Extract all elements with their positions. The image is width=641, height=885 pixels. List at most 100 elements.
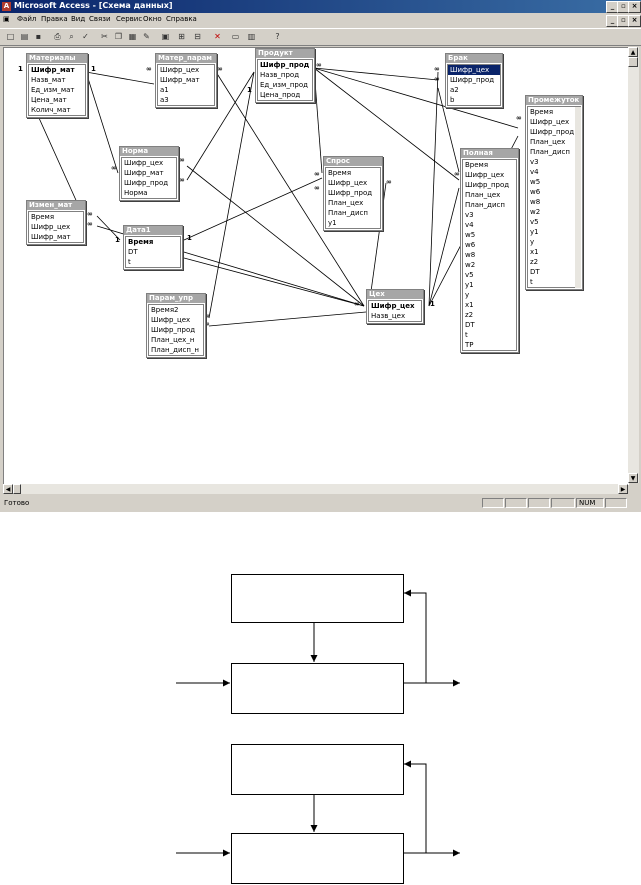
scroll-right-arrow-icon[interactable]: ▶ (618, 484, 628, 494)
horizontal-scrollbar[interactable]: ◀ ▶ (3, 484, 628, 494)
table-field[interactable]: Назв_мат (31, 76, 66, 84)
close-button[interactable]: × (628, 1, 641, 13)
table-field[interactable]: Назв_прод (260, 71, 300, 79)
table-field[interactable]: a3 (160, 96, 169, 104)
table-field[interactable]: Шифр_мат (160, 76, 200, 84)
menu-file[interactable]: Файл (17, 15, 37, 23)
table-field[interactable]: Шифр_мат (31, 66, 75, 74)
doc-restore-button[interactable]: ▫ (617, 15, 630, 27)
table-field[interactable]: z2 (465, 311, 474, 319)
table-field[interactable]: b (450, 96, 455, 104)
direct-relations-icon[interactable]: ⊞ (178, 32, 185, 41)
table-field[interactable]: Цена_прод (260, 91, 301, 99)
table-field[interactable]: Время (31, 213, 55, 221)
table-field[interactable]: Время (328, 169, 352, 177)
doc-close-button[interactable]: × (628, 15, 641, 27)
table-field[interactable]: v3 (530, 158, 539, 166)
table-field[interactable]: y1 (328, 219, 337, 227)
table-field[interactable]: Время2 (151, 306, 179, 314)
table-field[interactable]: v4 (530, 168, 539, 176)
table-field[interactable]: w5 (465, 231, 476, 239)
table-field[interactable]: План_цех (530, 138, 566, 146)
spell-icon[interactable]: ✓ (82, 32, 89, 41)
table-field[interactable]: a1 (160, 86, 169, 94)
table-field[interactable]: a2 (450, 86, 459, 94)
table-field[interactable]: План_цех (328, 199, 364, 207)
table-field[interactable]: y (465, 291, 470, 299)
properties-icon[interactable]: ▭ (231, 32, 240, 41)
table-field[interactable]: y (530, 238, 535, 246)
table-field[interactable]: Шифр_прод (530, 128, 575, 136)
table-field[interactable]: w8 (465, 251, 476, 259)
table-field[interactable]: Шифр_мат (124, 169, 164, 177)
table-field[interactable]: Ед_изм_прод (260, 81, 308, 89)
table-field[interactable]: Шифр_прод (124, 179, 169, 187)
table-field[interactable]: w6 (530, 188, 541, 196)
copy-icon[interactable]: ❐ (114, 32, 123, 41)
print-icon[interactable]: ⎙ (54, 32, 61, 41)
table-field[interactable]: w2 (530, 208, 541, 216)
table-field[interactable]: Шифр_прод (450, 76, 495, 84)
table-title[interactable]: Матер_парам (156, 54, 216, 63)
table-field[interactable]: Шифр_прод (328, 189, 373, 197)
table-field[interactable]: Шифр_цех (371, 302, 415, 310)
table-field[interactable]: t (465, 331, 468, 339)
table-field[interactable]: Шифр_цех (530, 118, 570, 126)
vertical-scrollbar[interactable]: ▲ ▼ (628, 47, 639, 483)
table-field[interactable]: y1 (530, 228, 539, 236)
table-field[interactable]: v5 (465, 271, 474, 279)
format-painter-icon[interactable]: ✎ (143, 32, 150, 41)
table-title[interactable]: Продукт (256, 49, 314, 58)
new-icon[interactable]: □ (6, 32, 15, 41)
table-field[interactable]: Шифр_цех (465, 171, 505, 179)
table-field[interactable]: Цена_мат (31, 96, 67, 104)
table-field[interactable]: Ед_изм_мат (31, 86, 75, 94)
open-icon[interactable]: ▤ (20, 32, 29, 41)
table-field[interactable]: Шифр_цех (160, 66, 200, 74)
table-field[interactable]: v3 (465, 211, 474, 219)
table-title[interactable]: Дата1 (124, 226, 182, 235)
scroll-thumb[interactable] (628, 57, 638, 67)
menu-tools[interactable]: Сервис (116, 15, 143, 23)
save-icon[interactable]: ▪ (35, 32, 42, 41)
table-field[interactable]: Шифр_цех (328, 179, 368, 187)
table-field[interactable]: План_цех (465, 191, 501, 199)
menu-window[interactable]: Окно (143, 15, 162, 23)
table-field[interactable]: План_дисп (530, 148, 570, 156)
delete-icon[interactable]: ✕ (214, 32, 221, 41)
table-field[interactable]: Шифр_цех (448, 65, 500, 75)
table-field[interactable]: t (530, 278, 533, 286)
table-field[interactable]: Шифр_прод (465, 181, 510, 189)
table-field[interactable]: v5 (530, 218, 539, 226)
table-field[interactable]: w5 (530, 178, 541, 186)
table-field[interactable]: Шифр_прод (260, 61, 310, 69)
new-object-icon[interactable]: ▥ (247, 32, 256, 41)
table-field[interactable]: Время (128, 238, 154, 246)
table-field[interactable]: План_дисп (328, 209, 368, 217)
table-field[interactable]: План_дисп_н (151, 346, 199, 354)
table-field[interactable]: Шифр_прод (151, 326, 196, 334)
menu-help[interactable]: Справка (166, 15, 197, 23)
hscroll-thumb[interactable] (13, 484, 21, 494)
scroll-up-arrow-icon[interactable]: ▲ (628, 47, 638, 57)
table-field[interactable]: DT (128, 248, 138, 256)
table-field[interactable]: Колич_мат (31, 106, 71, 114)
